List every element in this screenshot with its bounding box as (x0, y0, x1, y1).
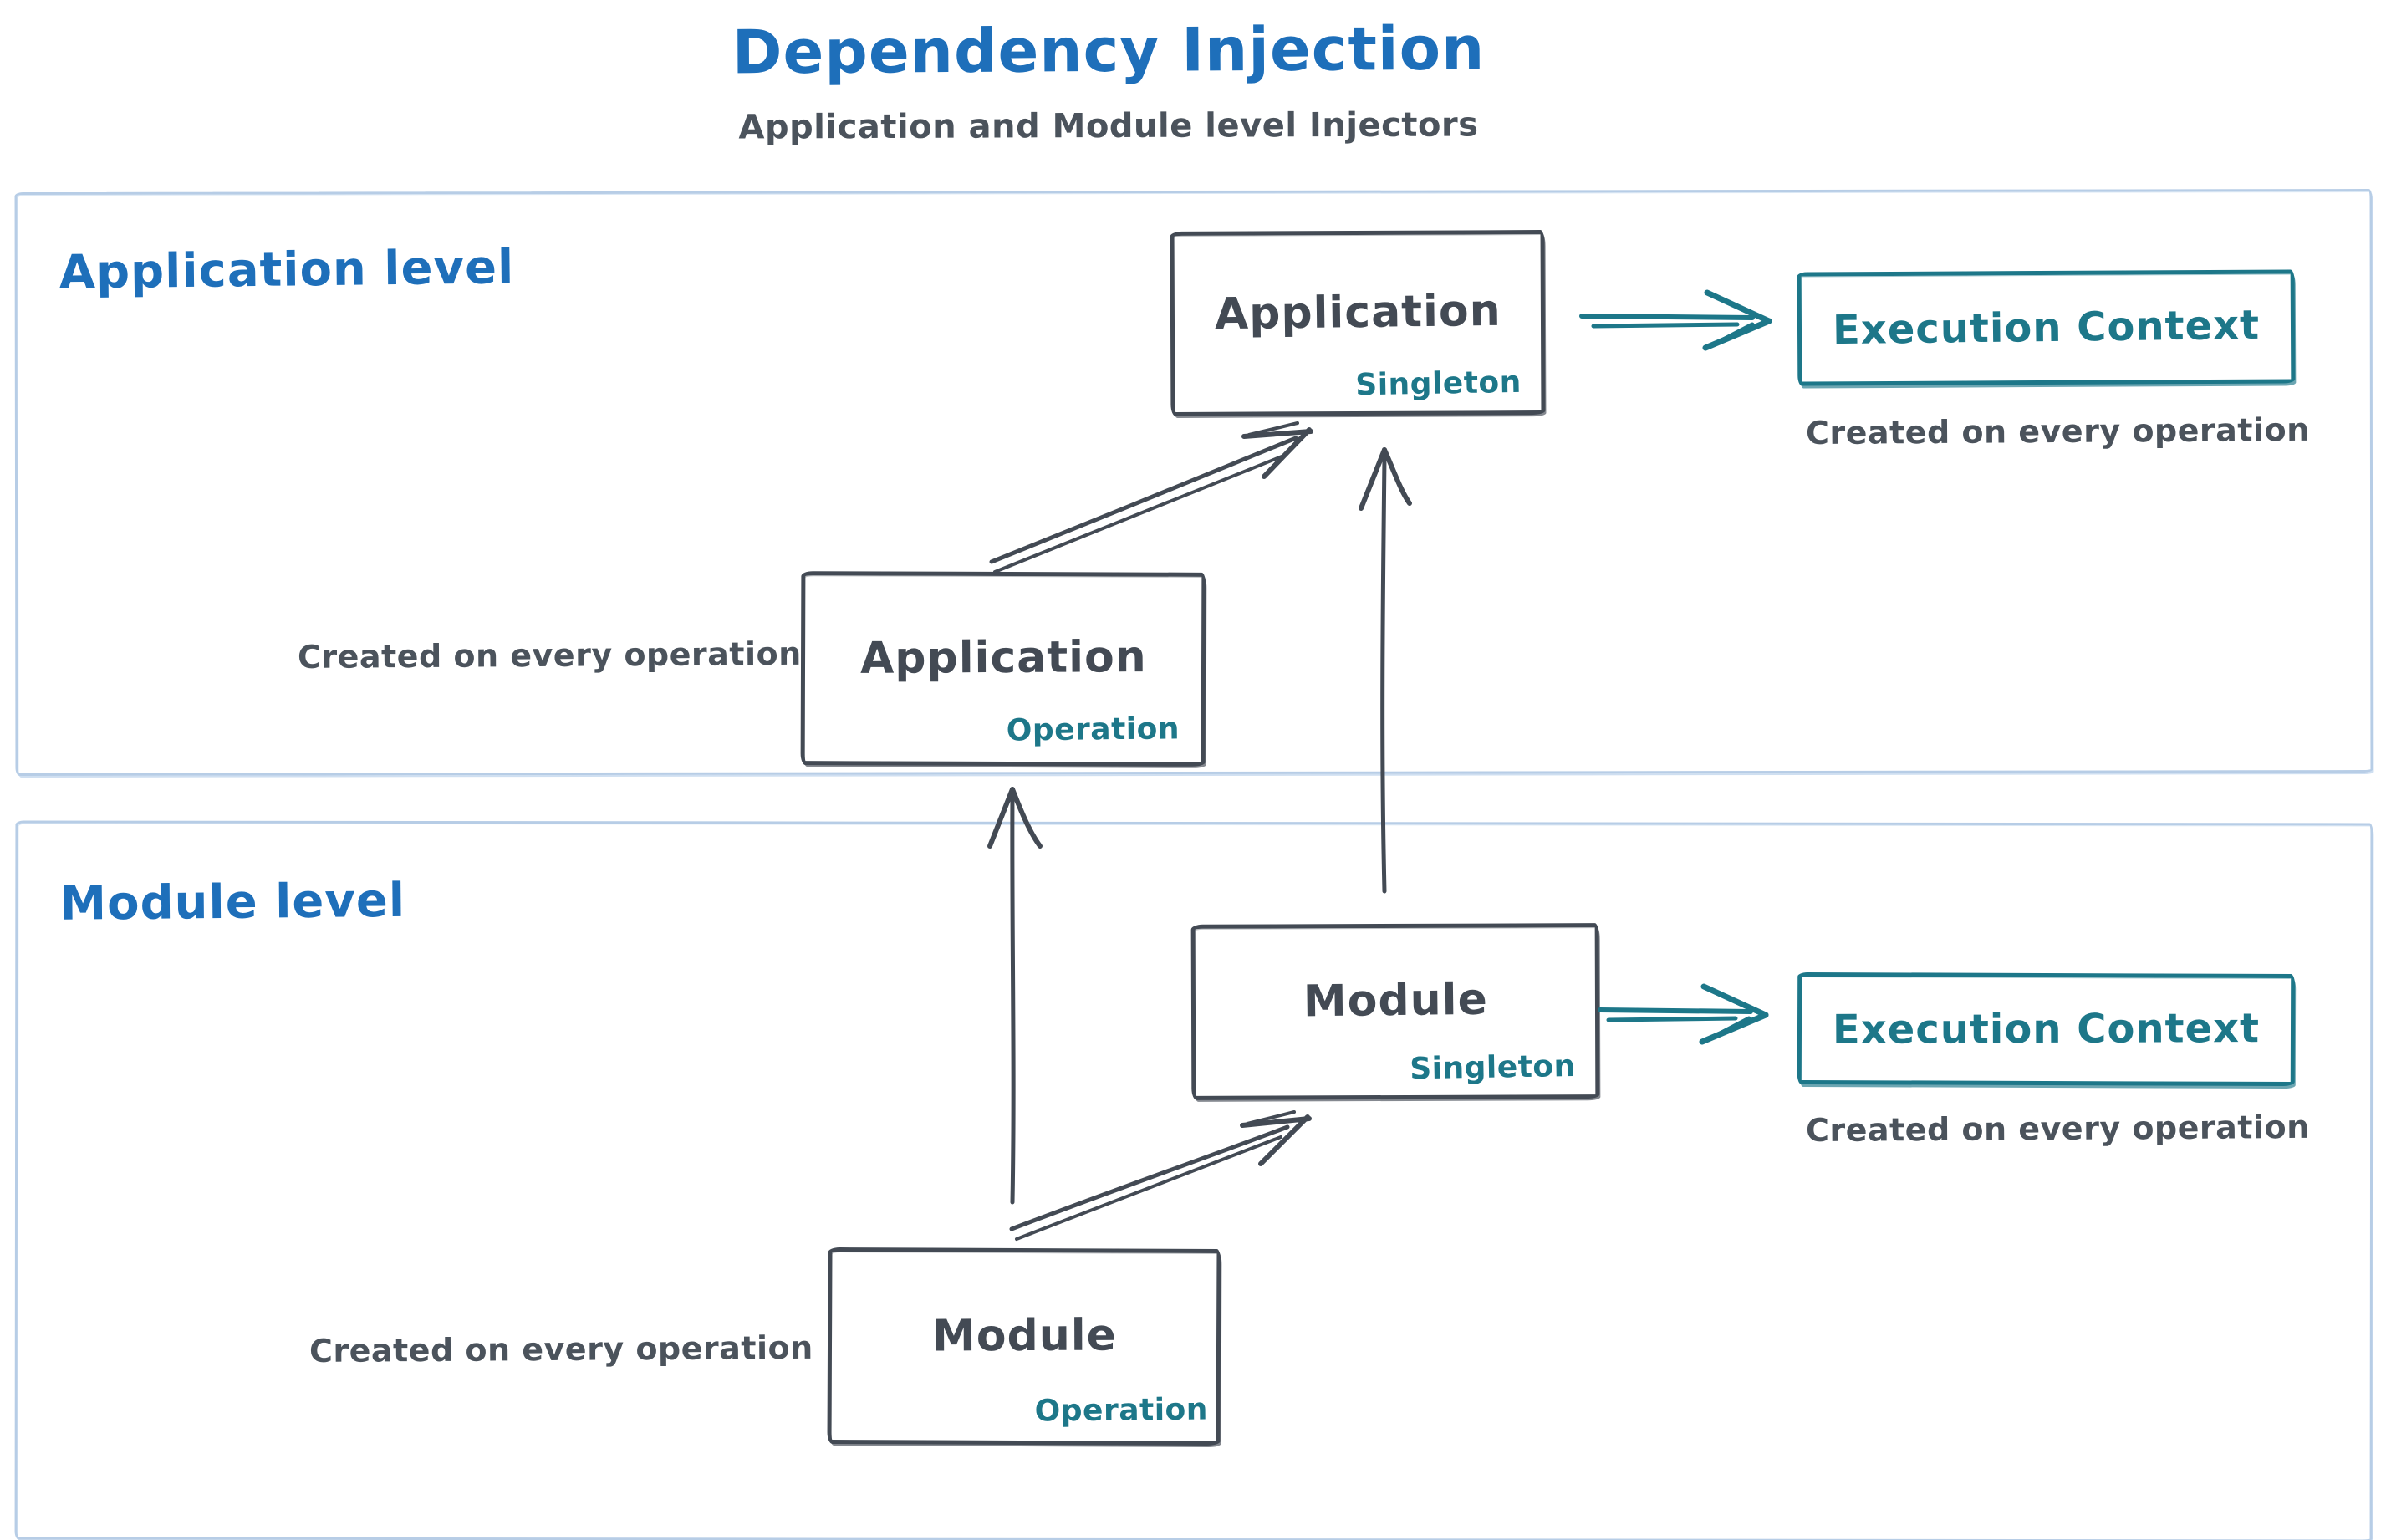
application-level-label: Application level (59, 240, 515, 300)
application-operation-note: Created on every operation (297, 635, 802, 676)
execution-context-title: Execution Context (1832, 301, 2261, 354)
node-scope-tag: Operation (1006, 711, 1180, 748)
module-operation-note: Created on every operation (308, 1328, 813, 1369)
application-execution-context-note: Created on every operation (1805, 410, 2310, 452)
node-scope-tag: Singleton (1354, 365, 1522, 403)
application-operation-node: Application Operation (800, 571, 1206, 767)
module-singleton-node: Module Singleton (1190, 923, 1600, 1100)
application-singleton-node: Application Singleton (1170, 230, 1546, 416)
node-title: Module (931, 1310, 1117, 1361)
header: Dependency Injection Application and Mod… (0, 13, 2217, 147)
application-execution-context-node: Execution Context (1797, 269, 2296, 386)
page-subtitle: Application and Module level Injectors (738, 105, 1479, 147)
node-scope-tag: Singleton (1409, 1048, 1576, 1087)
node-title: Application (859, 632, 1147, 684)
execution-context-title: Execution Context (1832, 1005, 2261, 1053)
page-title: Dependency Injection (732, 13, 1486, 88)
node-title: Module (1303, 974, 1488, 1028)
module-execution-context-node: Execution Context (1797, 971, 2296, 1087)
node-title: Application (1214, 285, 1501, 339)
module-level-label: Module level (59, 873, 406, 931)
node-scope-tag: Operation (1034, 1392, 1208, 1429)
module-execution-context-note: Created on every operation (1805, 1108, 2310, 1150)
module-operation-node: Module Operation (827, 1247, 1221, 1446)
